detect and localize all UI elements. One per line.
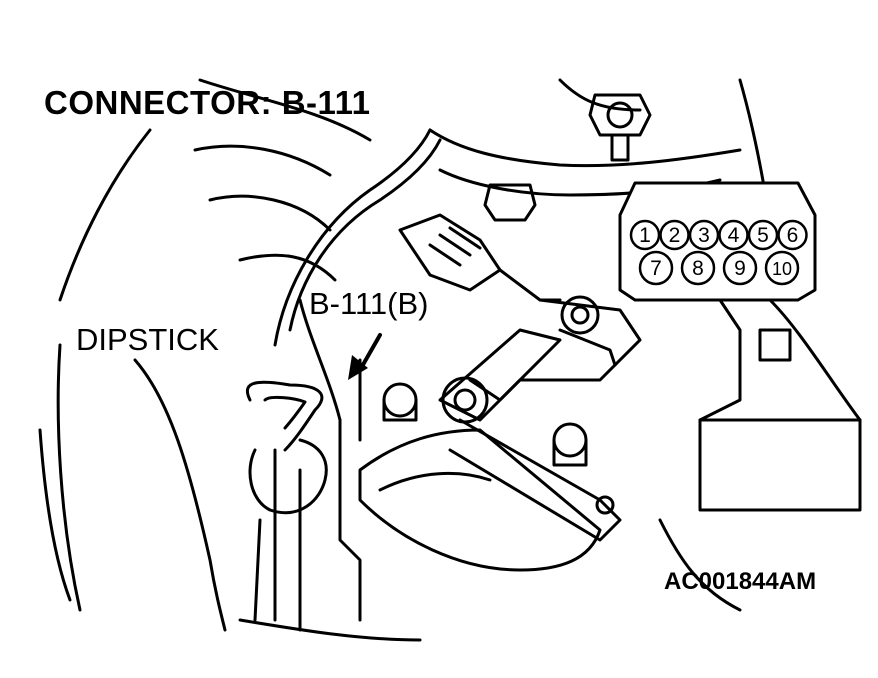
pin-3-label: 3 bbox=[698, 224, 710, 247]
pin-9-circle bbox=[722, 250, 758, 286]
pin-1-circle bbox=[629, 219, 661, 251]
figure-code: AC001844AM bbox=[664, 568, 817, 595]
pin-7-circle bbox=[638, 250, 674, 286]
pin-2-label: 2 bbox=[669, 224, 681, 247]
pin-10-circle bbox=[764, 250, 800, 286]
engine-linework bbox=[38, 78, 862, 642]
pin-4-label: 4 bbox=[728, 224, 740, 247]
pin-1-label: 1 bbox=[639, 224, 651, 247]
pin-8-label: 8 bbox=[692, 257, 704, 280]
pin-8-circle bbox=[680, 250, 716, 286]
pin-9-label: 9 bbox=[734, 257, 746, 280]
pin-4-circle bbox=[718, 219, 749, 251]
pin-3-circle bbox=[688, 219, 720, 251]
dipstick-label: DIPSTICK bbox=[76, 322, 219, 357]
pin-6-label: 6 bbox=[787, 224, 799, 247]
pin-5-circle bbox=[747, 219, 779, 251]
pin-10-label: 10 bbox=[772, 259, 792, 279]
pin-2-circle bbox=[659, 219, 690, 251]
pin-6-circle bbox=[777, 219, 808, 251]
page-title: CONNECTOR: B-111 bbox=[44, 84, 371, 121]
pin-7-label: 7 bbox=[650, 257, 662, 280]
connector-callout-label: B-111(B) bbox=[309, 286, 429, 321]
pin-5-label: 5 bbox=[757, 224, 769, 247]
callout-arrowhead bbox=[348, 355, 368, 380]
